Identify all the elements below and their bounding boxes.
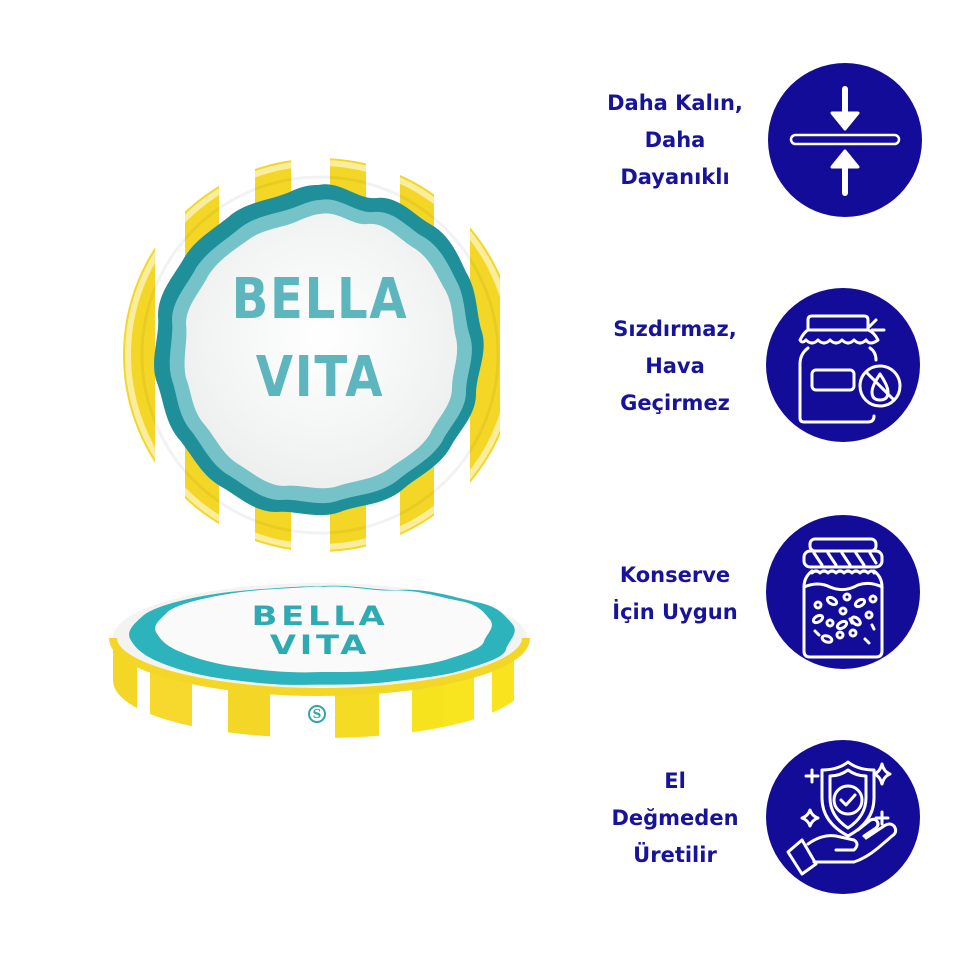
feature-label-line: Konserve xyxy=(619,563,731,587)
feature-label-line: El xyxy=(664,769,686,793)
feature-label-line: İçin Uygun xyxy=(612,600,738,624)
bottom-lid-text-line1: BELLA xyxy=(251,601,389,632)
feature-label-line: Geçirmez xyxy=(620,391,730,415)
hand-shield-check-icon xyxy=(766,740,920,894)
feature-label-line: Daha xyxy=(644,128,706,152)
jar-no-leak-icon xyxy=(766,288,920,442)
preserve-jar-icon xyxy=(766,515,920,669)
top-lid-text-line1: BELLA xyxy=(231,267,409,332)
feature-leakproof-airtight: Sızdırmaz, Hava Geçirmez xyxy=(580,285,940,445)
feature-label-line: Dayanıklı xyxy=(620,165,730,189)
bottom-lid-image xyxy=(109,583,530,738)
feature-label-line: Hava xyxy=(645,354,705,378)
feature-label-line: Üretilir xyxy=(633,843,717,867)
feature-label: Daha Kalın, Daha Dayanıklı xyxy=(580,85,770,196)
feature-thicker-durable: Daha Kalın, Daha Dayanıklı xyxy=(580,60,940,220)
feature-label-line: Daha Kalın, xyxy=(607,91,743,115)
feature-label: Sızdırmaz, Hava Geçirmez xyxy=(580,311,770,422)
feature-label: Konserve İçin Uygun xyxy=(580,557,770,631)
feature-label-line: Sızdırmaz, xyxy=(613,317,737,341)
bottom-lid-brand-text: BELLA VITA xyxy=(133,603,508,659)
feature-untouched-production: El Değmeden Üretilir xyxy=(580,737,940,897)
brand-logo-icon: S xyxy=(308,705,326,723)
top-lid-text-line2: VITA xyxy=(255,345,385,410)
compress-arrows-icon xyxy=(768,63,922,217)
feature-canning-suitable: Konserve İçin Uygun xyxy=(580,512,940,672)
feature-label-line: Değmeden xyxy=(611,806,739,830)
bottom-lid-text-line2: VITA xyxy=(269,630,371,661)
product-image-area: BELLA VITA xyxy=(109,158,530,738)
top-lid-brand-text: BELLA VITA xyxy=(191,272,449,406)
feature-label: El Değmeden Üretilir xyxy=(580,763,770,874)
top-lid-image xyxy=(123,158,517,552)
